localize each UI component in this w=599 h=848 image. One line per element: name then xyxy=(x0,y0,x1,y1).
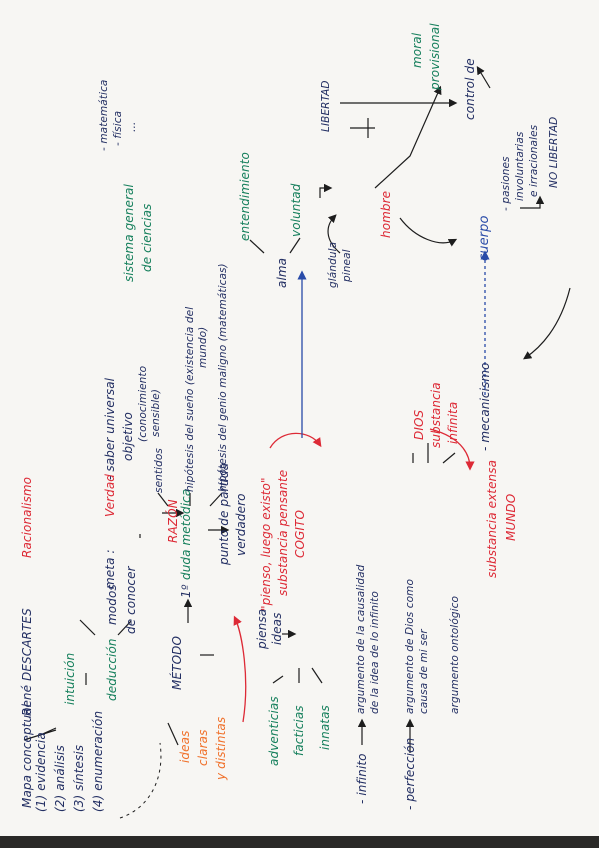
rule-evidencia: (1) evidencia xyxy=(34,732,48,812)
duda-sueno: hipótesis del sueño (existencia del xyxy=(184,306,196,492)
arrow-hombre-cuerpo xyxy=(399,217,458,247)
rule-sintesis: (3) síntesis xyxy=(72,744,86,812)
mecanicismo-label: - mecanicismo xyxy=(478,362,492,451)
pasiones-1: - pasiones xyxy=(500,156,512,211)
school-racionalismo: Racionalismo xyxy=(20,476,34,558)
arrow-glandula xyxy=(327,214,341,254)
map-title: Mapa conceptual xyxy=(20,703,34,808)
ideas-claras: claras xyxy=(196,729,210,766)
duda-sueno-2: mundo) xyxy=(197,326,209,368)
branch-voluntad xyxy=(289,237,301,254)
branch-intuicion xyxy=(79,619,96,636)
punto-partida: punto de partida xyxy=(217,462,231,565)
dios-infinita: infinita xyxy=(446,401,460,444)
alma-entendimiento: entendimiento xyxy=(238,152,252,241)
arrow-pasiones-no-libertad xyxy=(520,195,545,209)
sistema-fisica: - física xyxy=(112,110,124,146)
duda-metodica: duda metódica xyxy=(179,488,193,580)
modos-line1: modos xyxy=(105,584,119,625)
dios-label: DIOS xyxy=(412,409,426,440)
duda-genio: hipótesis del genio maligno (matemáticas… xyxy=(217,263,229,492)
argumento-dios-causa-2: causa de mi ser xyxy=(418,629,430,714)
branch-innatas xyxy=(311,667,323,684)
duda-sentidos: sentidos xyxy=(153,448,165,493)
duda-prefix: 1º xyxy=(179,584,193,599)
arrow-voluntad-libertad xyxy=(319,183,333,198)
branch-entendimiento xyxy=(249,239,265,254)
table-edge xyxy=(0,836,599,848)
sentidos-note1: (conocimiento xyxy=(137,365,149,442)
pasiones-2: involuntarias xyxy=(514,131,526,201)
cuerpo-label: cuerpo xyxy=(477,215,492,261)
moral-label: moral xyxy=(410,32,424,68)
line-enumeracion xyxy=(167,722,179,746)
verdad-label: Verdad xyxy=(103,473,117,517)
sistema-matematica: - matemática xyxy=(98,79,110,151)
branch-deduccion xyxy=(117,620,132,636)
piensa-ideas: ideas xyxy=(270,612,284,645)
ideas-adventicias: adventicias xyxy=(267,696,281,766)
sistema-general: sistema general xyxy=(122,184,136,282)
ideas-label: ideas xyxy=(178,730,192,763)
idea-perfeccion: - perfección xyxy=(403,737,417,810)
arrow-moral-control xyxy=(476,65,491,89)
arrow-dios-mundo xyxy=(429,428,475,471)
arrow-hombre-stem xyxy=(350,118,375,138)
arrow-ideas-cogito xyxy=(233,615,247,723)
punto-verdadero: verdadero xyxy=(234,493,248,556)
cogito-label: COGITO xyxy=(293,509,307,558)
moral-provisional: provisional xyxy=(428,23,442,90)
dios-substancia: substancia xyxy=(429,382,443,448)
sentidos-note2: sensible) xyxy=(150,388,162,437)
ideas-facticias: facticias xyxy=(292,705,306,756)
alma-label: alma xyxy=(275,257,289,288)
arrow-hombre-control xyxy=(374,85,442,189)
bracket-evidencia xyxy=(23,727,57,741)
arrow-cuerpo-mundo xyxy=(523,287,571,360)
argumento-ontologico: argumento ontológico xyxy=(449,595,461,714)
hombre-label: hombre xyxy=(379,190,393,238)
pienso-luego-existo: "pienso, luego existo" xyxy=(259,477,273,611)
branch-genio xyxy=(209,492,223,507)
substancia-extensa: substancia extensa xyxy=(485,459,499,578)
argumento-causalidad-2: de la idea de lo infinito xyxy=(369,591,381,714)
control-de-label: control de xyxy=(463,58,477,120)
modo-deduccion: deducción xyxy=(105,638,119,701)
mundo-label: MUNDO xyxy=(504,493,518,541)
saber-universal: - saber universal xyxy=(103,377,117,480)
saber-objetivo: objetivo xyxy=(121,412,135,461)
no-libertad-label: NO LIBERTAD xyxy=(548,116,560,188)
meta-label: meta : xyxy=(103,549,117,589)
razon-label: RAZÓN xyxy=(166,499,180,543)
libertad-label: LIBERTAD xyxy=(320,80,332,132)
branch-sentidos xyxy=(157,492,169,507)
rule-analisis: (2) análisis xyxy=(53,745,67,812)
author-name: René DESCARTES xyxy=(20,608,34,716)
glandula-pineal-2: pineal xyxy=(341,249,353,282)
sistema-dots: ... xyxy=(126,121,138,132)
argumento-dios-causa-1: argumento de Dios como xyxy=(404,578,416,714)
piensa-label: piensa xyxy=(255,608,269,649)
branch-adventicias xyxy=(272,675,284,684)
alma-voluntad: voluntad xyxy=(289,183,303,237)
glandula-pineal-1: glándula xyxy=(327,241,339,288)
line-arg3-dios xyxy=(442,452,456,464)
metodo-label: MÉTODO xyxy=(170,636,184,690)
modo-intuicion: intuición xyxy=(63,652,77,705)
argumento-causalidad-1: argumento de la causalidad xyxy=(355,564,367,714)
substancia-pensante: substancia pensante xyxy=(276,469,290,596)
ideas-distintas: y distintas xyxy=(214,716,228,780)
pasiones-3: e irracionales xyxy=(528,124,540,197)
dashed-arc-method xyxy=(119,742,162,819)
modos-line2: de conocer xyxy=(124,566,138,634)
sistema-ciencias: de ciencias xyxy=(140,203,154,272)
idea-infinito: - infinito xyxy=(355,753,369,804)
arrow-cogito-dios xyxy=(269,432,322,449)
rule-enumeracion: (4) enumeración xyxy=(91,710,105,812)
ideas-innatas: innatas xyxy=(318,705,332,750)
